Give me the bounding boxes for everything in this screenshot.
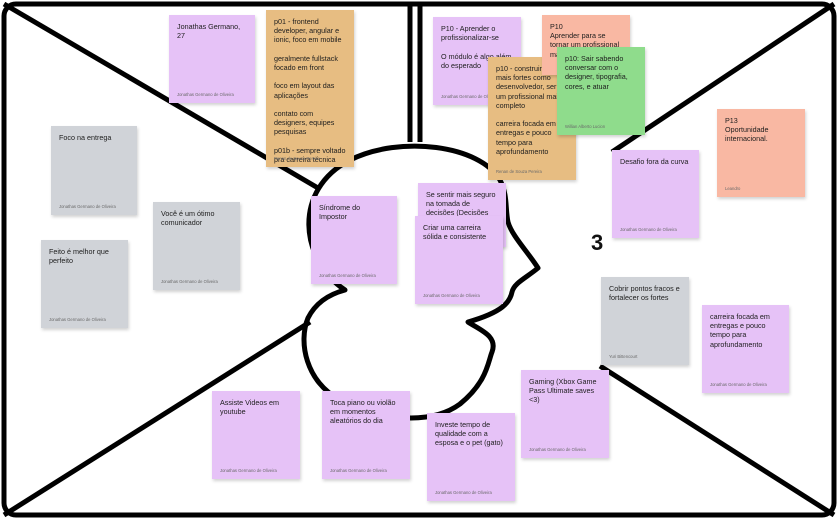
sticky-note-text: Assiste Videos em youtube xyxy=(220,398,279,417)
sticky-note-author: Renan de Souza Pereira xyxy=(274,156,320,161)
sticky-note-text: p10: Sair sabendo conversar com o design… xyxy=(565,54,628,91)
sticky-note-p13[interactable]: P13 Oportunidade internacional. Leandro xyxy=(717,109,805,197)
sticky-note-text: Toca piano ou violão em momentos aleatór… xyxy=(330,398,396,426)
divider-top-left xyxy=(2,1,320,191)
sticky-note-author: Jonathas Germano de Oliveira xyxy=(620,227,677,232)
sticky-note-author: Jonathas Germano de Oliveira xyxy=(220,468,277,473)
section-number: 3 xyxy=(591,230,604,255)
sticky-note-text: Investe tempo de qualidade com a esposa … xyxy=(435,420,503,448)
sticky-note-author: Jonathas Germano de Oliveira xyxy=(177,92,234,97)
sticky-note-toca-piano[interactable]: Toca piano ou violão em momentos aleatór… xyxy=(322,391,410,479)
sticky-note-text: Feito é melhor que perfeito xyxy=(49,247,109,266)
sticky-note-text: P10 - Aprender o profissionalizar-se O m… xyxy=(441,24,511,70)
sticky-note-text: carreira focada em entregas e pouco temp… xyxy=(710,312,770,349)
sticky-note-text: Desafio fora da curva xyxy=(620,157,689,166)
sticky-note-pontos-fracos[interactable]: Cobrir pontos fracos e fortalecer os for… xyxy=(601,277,689,365)
sticky-note-text: Foco na entrega xyxy=(59,133,112,142)
divider-top-right xyxy=(610,1,836,155)
sticky-note-author: Jonathas Germano de Oliveira xyxy=(529,447,586,452)
sticky-note-text: Gaming (Xbox Game Pass Ultimate saves <3… xyxy=(529,377,597,405)
sticky-note-p01[interactable]: p01 - frontend developer, angular e ioni… xyxy=(266,10,354,167)
sticky-note-author: Willian Alberto Lucion xyxy=(565,124,606,129)
sticky-note-author: Jonathas Germano de Oliveira xyxy=(59,204,116,209)
sticky-note-author: Yuri Bittencourt xyxy=(609,354,638,359)
sticky-note-text: p01 - frontend developer, angular e ioni… xyxy=(274,17,346,165)
sticky-note-text: Síndrome do Impostor xyxy=(319,203,361,222)
sticky-note-author: Jonathas Germano de Oliveira xyxy=(423,293,480,298)
sticky-note-gaming[interactable]: Gaming (Xbox Game Pass Ultimate saves <3… xyxy=(521,370,609,458)
sticky-note-author: Jonathas Germano de Oliveira xyxy=(710,382,767,387)
sticky-note-author: Jonathas Germano de Oliveira xyxy=(330,468,387,473)
sticky-note-author: Jonathas Germano de Oliveira xyxy=(319,273,376,278)
sticky-note-investe-tempo[interactable]: Investe tempo de qualidade com a esposa … xyxy=(427,413,515,501)
sticky-note-author: Renan de Souza Pereira xyxy=(496,169,542,174)
sticky-note-author: Leandro xyxy=(725,186,741,191)
sticky-note-text: P13 Oportunidade internacional. xyxy=(725,116,769,144)
sticky-note-text: Jonathas Germano, 27 xyxy=(177,22,241,41)
sticky-note-jonathas-germano-27[interactable]: Jonathas Germano, 27 Jonathas Germano de … xyxy=(169,15,255,103)
divider-bottom-right xyxy=(598,363,836,518)
sticky-note-carreira-focada[interactable]: carreira focada em entregas e pouco temp… xyxy=(702,305,789,393)
sticky-note-author: Jonathas Germano de Oliveira xyxy=(441,94,498,99)
sticky-note-author: Jonathas Germano de Oliveira xyxy=(435,490,492,495)
sticky-note-text: Criar uma carreira sólida e consistente xyxy=(423,223,487,242)
sticky-note-text: Você é um ótimo comunicador xyxy=(161,209,215,228)
divider-bottom-left xyxy=(2,319,312,518)
sticky-note-author: Jonathas Germano de Oliveira xyxy=(49,317,106,322)
sticky-note-text: Cobrir pontos fracos e fortalecer os for… xyxy=(609,284,680,303)
sticky-note-p10-sair[interactable]: p10: Sair sabendo conversar com o design… xyxy=(557,47,645,135)
sticky-note-author: Jonathas Germano de Oliveira xyxy=(161,279,218,284)
